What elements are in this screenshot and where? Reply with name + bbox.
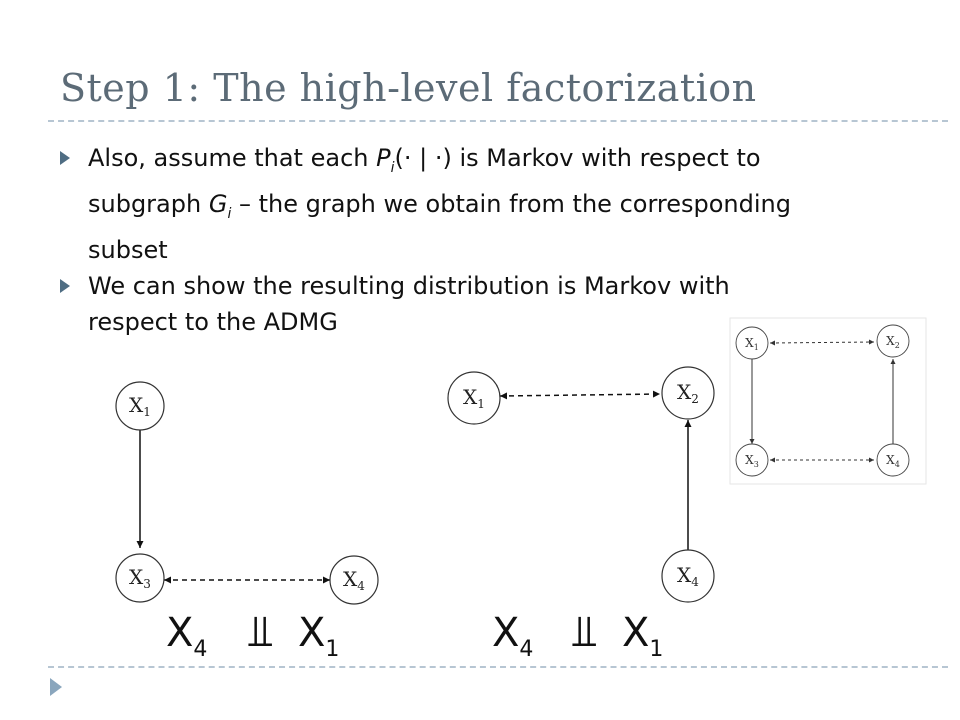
bullet-item-1: Also, assume that each Pi(· | ·) is Mark…	[60, 140, 860, 268]
slide-title: Step 1: The high-level factorization	[60, 66, 757, 110]
middle-graph: X1 X2 X4	[447, 366, 715, 603]
node-x1: X1	[447, 371, 501, 425]
next-slide-arrow-icon[interactable]	[50, 678, 62, 696]
bullet-text-2: We can show the resulting distribution i…	[88, 272, 730, 336]
svg-text:X3: X3	[129, 565, 151, 591]
bullet-text-1: Also, assume that each Pi(· | ·) is Mark…	[88, 144, 791, 264]
svg-text:X1: X1	[622, 610, 663, 662]
node-x3: X3	[735, 443, 769, 477]
svg-text:X4: X4	[343, 567, 365, 593]
independence-right: X4 ⫫ X1	[492, 606, 663, 662]
node-x3: X3	[115, 553, 165, 603]
node-x2: X2	[876, 324, 910, 358]
svg-text:X4: X4	[886, 453, 900, 469]
svg-text:X4: X4	[492, 610, 533, 662]
footer-divider	[48, 666, 948, 668]
node-x2: X2	[661, 366, 715, 420]
svg-text:X2: X2	[886, 334, 900, 350]
svg-text:X1: X1	[298, 610, 339, 662]
svg-text:X1: X1	[463, 385, 485, 411]
node-x4: X4	[876, 443, 910, 477]
bullet-arrow-icon	[60, 151, 70, 165]
independence-symbol: ⫫	[248, 606, 273, 657]
svg-text:X1: X1	[129, 393, 151, 419]
node-x4: X4	[661, 549, 715, 603]
node-x4: X4	[329, 555, 379, 605]
admg-graph: X1 X2 X3 X4	[729, 317, 927, 485]
bullet-arrow-icon	[60, 279, 70, 293]
svg-text:X1: X1	[745, 336, 759, 352]
bidirected-edge-x1-x2	[769, 339, 875, 346]
svg-text:X4: X4	[677, 563, 699, 589]
independence-left: X4 ⫫ X1	[166, 606, 339, 662]
title-divider	[48, 120, 948, 122]
svg-text:X4: X4	[166, 610, 207, 662]
left-graph: X1 X3 X4	[115, 381, 379, 605]
bullet-item-2: We can show the resulting distribution i…	[60, 268, 760, 340]
svg-text:X3: X3	[745, 453, 759, 469]
independence-symbol: ⫫	[572, 606, 597, 657]
node-x1: X1	[735, 326, 769, 360]
node-x1: X1	[115, 381, 165, 431]
svg-text:X2: X2	[677, 380, 699, 406]
bidirected-edge-x1-x2	[499, 390, 661, 400]
